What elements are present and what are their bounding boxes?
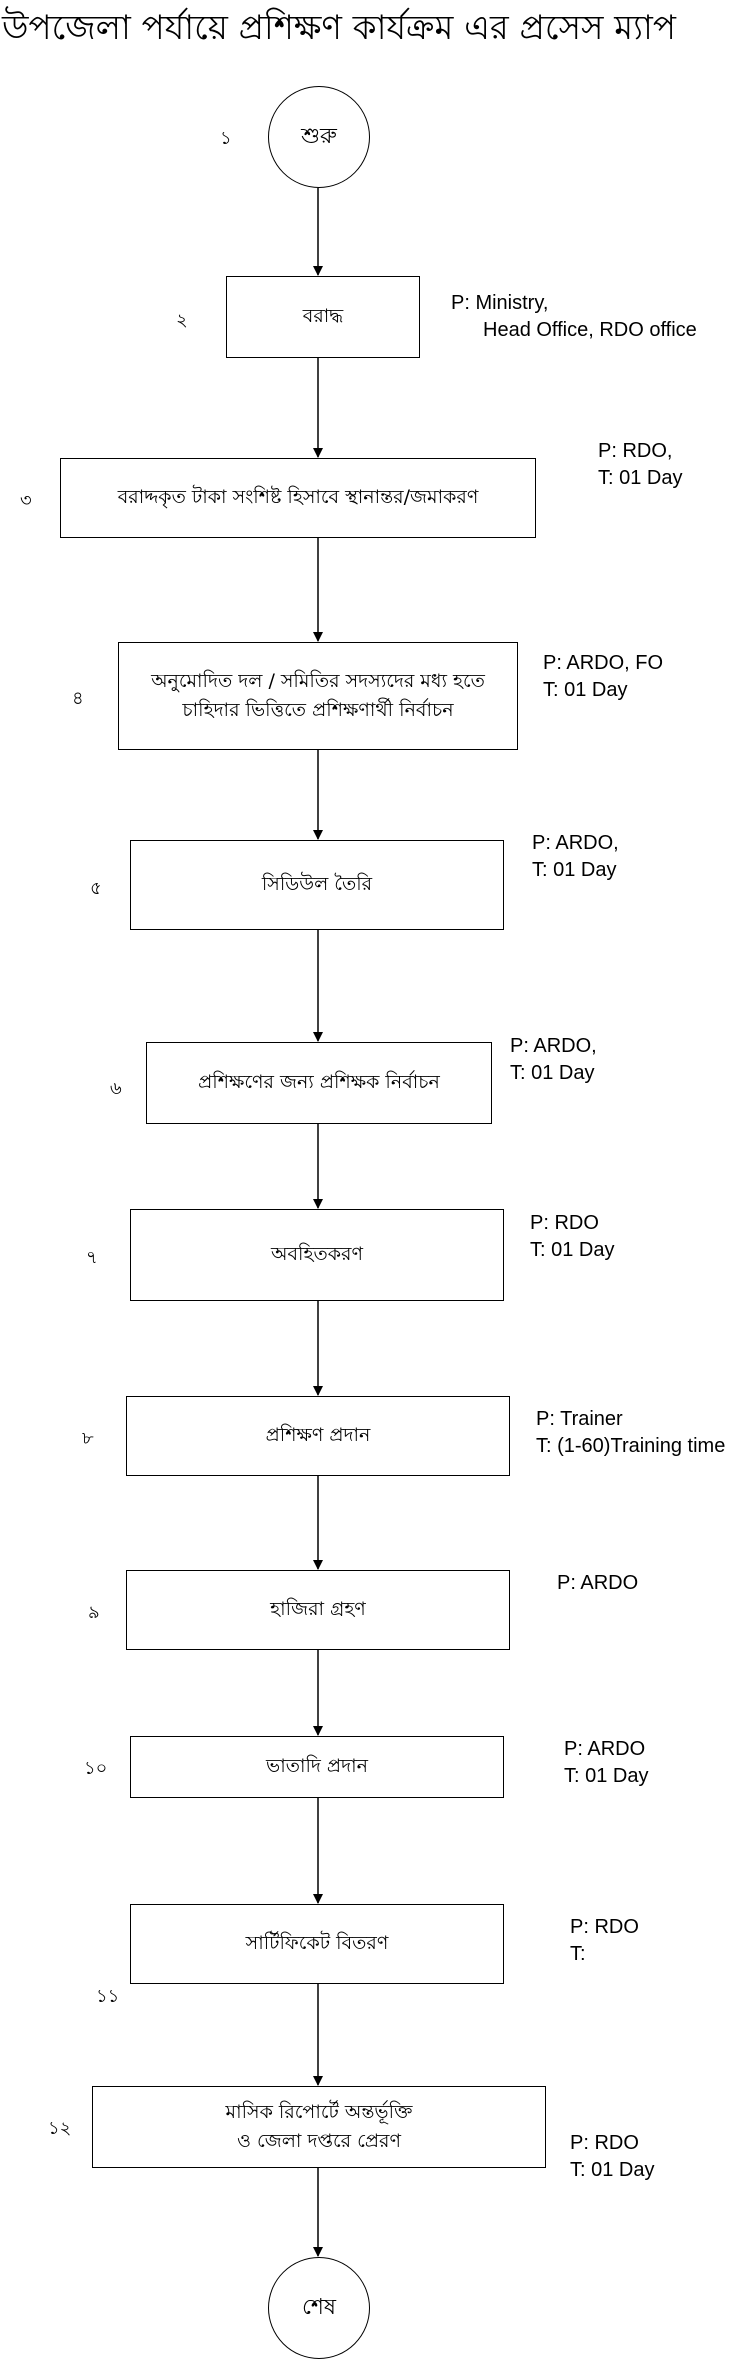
process-box: মাসিক রিপোর্টে অন্তর্ভূক্তিও জেলা দপ্তরে… (92, 2086, 546, 2168)
note-line: P: RDO, (598, 440, 673, 462)
step-number: ৭ (86, 1247, 98, 1268)
responsibility-note: P: RDO T: (570, 1914, 639, 1968)
responsibility-note: P: RDO T: 01 Day (530, 1210, 614, 1264)
process-box: অনুমোদিত দল / সমিতির সদস্যদের মধ্য হতেচা… (118, 642, 518, 750)
process-box: বরাদ্ধ (226, 276, 420, 358)
step-number: ৪ (72, 688, 84, 709)
step-number: ২ (176, 310, 188, 331)
step-number: ৬ (110, 1078, 122, 1099)
note-line: P: Ministry, (451, 292, 549, 314)
step-number: ৮ (82, 1428, 94, 1449)
step-number: ৩ (20, 490, 32, 511)
note-line: T: 01 Day (510, 1062, 595, 1084)
start-node: শুরু (268, 86, 370, 188)
process-box: বরাদ্দকৃত টাকা সংশিষ্ট হিসাবে স্থানান্তর… (60, 458, 536, 538)
note-line: P: ARDO, FO (543, 652, 664, 674)
process-box: হাজিরা গ্রহণ (126, 1570, 510, 1650)
process-box: প্রশিক্ষণের জন্য প্রশিক্ষক নির্বাচন (146, 1042, 492, 1124)
end-node: শেষ (268, 2257, 370, 2359)
note-line: P: Trainer (536, 1408, 623, 1430)
note-line: T: 01 Day (532, 859, 617, 881)
responsibility-note: P: RDO T: 01 Day (570, 2130, 654, 2184)
note-line: T: (1-60)Training time (536, 1435, 726, 1457)
note-line: P: ARDO (564, 1738, 646, 1760)
process-box: সিডিউল তৈরি (130, 840, 504, 930)
note-line: P: RDO (570, 2132, 639, 2154)
responsibility-note: P: ARDO, FO T: 01 Day (543, 650, 663, 704)
process-box: প্রশিক্ষণ প্রদান (126, 1396, 510, 1476)
responsibility-note: P: ARDO, T: 01 Day (510, 1033, 597, 1087)
page-title: উপজেলা পর্যায়ে প্রশিক্ষণ কার্যক্রম এর প… (2, 8, 676, 48)
note-line: T: 01 Day (543, 679, 628, 701)
step-number: ৫ (90, 878, 102, 899)
note-line: P: ARDO (557, 1572, 639, 1594)
note-line: T: 01 Day (530, 1239, 615, 1261)
step-number: ১২ (48, 2118, 72, 2139)
step-number: ১০ (84, 1758, 108, 1779)
process-box: ভাতাদি প্রদান (130, 1736, 504, 1798)
process-box: অবহিতকরণ (130, 1209, 504, 1301)
responsibility-note: P: Trainer T: (1-60)Training time (536, 1406, 725, 1460)
step-number: ১১ (96, 1986, 120, 2007)
note-line: Head Office, RDO office (483, 319, 697, 341)
note-line: P: RDO (570, 1916, 639, 1938)
responsibility-note: P: Ministry, Head Office, RDO office (451, 290, 697, 344)
note-line: P: ARDO, (532, 832, 619, 854)
note-line: P: RDO (530, 1212, 599, 1234)
note-line: P: ARDO, (510, 1035, 597, 1057)
note-line: T: 01 Day (598, 467, 683, 489)
step-number: ১ (220, 128, 232, 149)
responsibility-note: P: ARDO (557, 1570, 638, 1597)
step-number: ৯ (88, 1602, 100, 1623)
responsibility-note: P: ARDO T: 01 Day (564, 1736, 648, 1790)
note-line: T: 01 Day (570, 2159, 655, 2181)
responsibility-note: P: RDO, T: 01 Day (598, 438, 682, 492)
note-line: T: 01 Day (564, 1765, 649, 1787)
responsibility-note: P: ARDO, T: 01 Day (532, 830, 619, 884)
note-line: T: (570, 1943, 586, 1965)
process-box: সার্টিফিকেট বিতরণ (130, 1904, 504, 1984)
